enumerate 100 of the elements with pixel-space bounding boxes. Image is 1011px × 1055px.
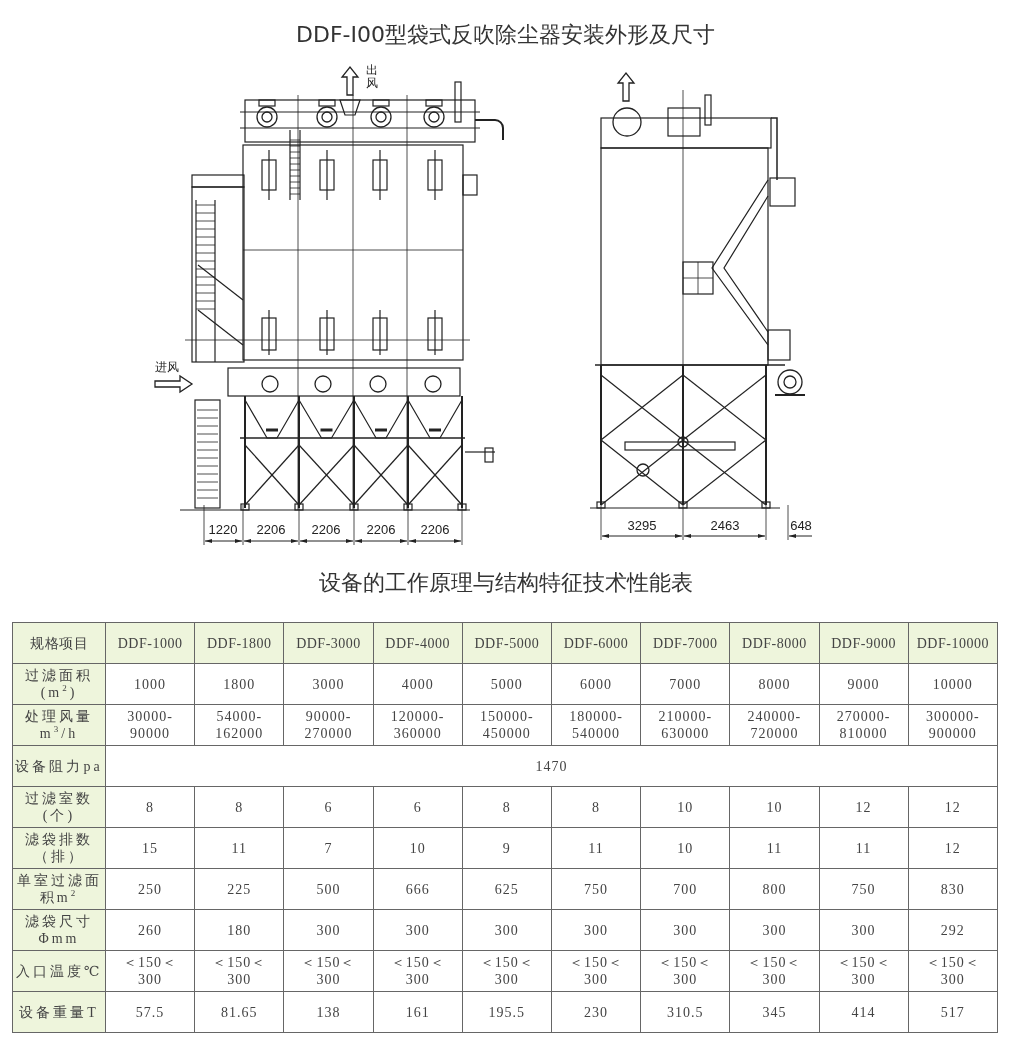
table-cell: 300 <box>283 909 374 951</box>
table-cell: 81.65 <box>194 991 284 1033</box>
table-cell: ＜150＜ 300 <box>729 950 819 992</box>
column-header: DDF-9000 <box>819 622 909 664</box>
table-cell: 12 <box>908 827 998 869</box>
table-cell: 7 <box>283 827 374 869</box>
row-header: 过滤面积(m$^{2}$) <box>12 663 106 705</box>
dimension-label: 2206 <box>366 522 396 537</box>
column-header: DDF-3000 <box>283 622 374 664</box>
table-cell: 625 <box>462 868 552 910</box>
column-header: DDF-10000 <box>908 622 998 664</box>
table-cell: ＜150＜ 300 <box>462 950 552 992</box>
row-header: 处理风量m$^{3}$/h <box>12 704 106 746</box>
table-cell: 750 <box>551 868 641 910</box>
dimension-label: 648 <box>790 518 812 533</box>
table-cell: 300 <box>551 909 641 951</box>
table-cell: 195.5 <box>462 991 552 1033</box>
table-cell: 57.5 <box>105 991 195 1033</box>
table-cell: 6 <box>283 786 374 828</box>
table-cell: 270000- 810000 <box>819 704 909 746</box>
table-cell: 180000- 540000 <box>551 704 641 746</box>
table-title: 设备的工作原理与结构特征技术性能表 <box>317 569 694 597</box>
table-cell: 12 <box>819 786 909 828</box>
table-cell: 11 <box>551 827 641 869</box>
table-cell: 300000- 900000 <box>908 704 998 746</box>
table-cell: ＜150＜ 300 <box>551 950 641 992</box>
table-cell: 11 <box>819 827 909 869</box>
table-cell: 260 <box>105 909 195 951</box>
table-cell: 5000 <box>462 663 552 705</box>
table-cell: 9 <box>462 827 552 869</box>
table-cell: 830 <box>908 868 998 910</box>
table-cell: 3000 <box>283 663 374 705</box>
row-header: 设备重量T <box>12 991 106 1033</box>
table-cell: 300 <box>819 909 909 951</box>
table-cell: 8 <box>105 786 195 828</box>
row-header: 单室过滤面积m$^{2}$ <box>12 868 106 910</box>
dimension-label: 2463 <box>710 518 740 533</box>
table-cell: ＜150＜ 300 <box>373 950 463 992</box>
flow-label: 进风 <box>155 361 179 374</box>
table-cell: 8 <box>462 786 552 828</box>
table-cell: 1470 <box>105 745 998 787</box>
table-cell: 8000 <box>729 663 819 705</box>
dimension-label: 2206 <box>256 522 286 537</box>
column-header: 规格项目 <box>12 622 106 664</box>
table-cell: 500 <box>283 868 374 910</box>
table-cell: 310.5 <box>640 991 730 1033</box>
diagram-title: DDF-I00型袋式反吹除尘器安装外形及尺寸 <box>295 21 716 49</box>
table-cell: 120000- 360000 <box>373 704 463 746</box>
table-cell: 54000- 162000 <box>194 704 284 746</box>
dimension-label: 1220 <box>208 522 238 537</box>
table-cell: 250 <box>105 868 195 910</box>
column-header: DDF-7000 <box>640 622 730 664</box>
table-cell: ＜150＜ 300 <box>819 950 909 992</box>
table-cell: ＜150＜ 300 <box>194 950 284 992</box>
table-cell: 10000 <box>908 663 998 705</box>
row-header: 滤袋排数（排） <box>12 827 106 869</box>
table-cell: 11 <box>729 827 819 869</box>
table-cell: ＜150＜ 300 <box>640 950 730 992</box>
table-cell: 210000- 630000 <box>640 704 730 746</box>
table-cell: 10 <box>729 786 819 828</box>
table-cell: 750 <box>819 868 909 910</box>
row-header: 滤袋尺寸Φmm <box>12 909 106 951</box>
table-cell: 12 <box>908 786 998 828</box>
table-cell: 300 <box>373 909 463 951</box>
table-cell: 10 <box>373 827 463 869</box>
table-cell: 9000 <box>819 663 909 705</box>
table-cell: 292 <box>908 909 998 951</box>
column-header: DDF-8000 <box>729 622 819 664</box>
table-cell: 10 <box>640 786 730 828</box>
row-header: 过滤室数(个) <box>12 786 106 828</box>
table-cell: 8 <box>194 786 284 828</box>
table-cell: 666 <box>373 868 463 910</box>
table-cell: 30000- 90000 <box>105 704 195 746</box>
column-header: DDF-6000 <box>551 622 641 664</box>
table-cell: 345 <box>729 991 819 1033</box>
column-header: DDF-5000 <box>462 622 552 664</box>
table-cell: 4000 <box>373 663 463 705</box>
flow-label: 出风 <box>366 64 379 90</box>
table-cell: 6 <box>373 786 463 828</box>
table-cell: 180 <box>194 909 284 951</box>
table-cell: 1000 <box>105 663 195 705</box>
table-cell: 7000 <box>640 663 730 705</box>
table-cell: 230 <box>551 991 641 1033</box>
table-cell: 15 <box>105 827 195 869</box>
table-cell: 6000 <box>551 663 641 705</box>
dimension-label: 3295 <box>627 518 657 533</box>
table-cell: 700 <box>640 868 730 910</box>
table-cell: 8 <box>551 786 641 828</box>
table-cell: ＜150＜ 300 <box>908 950 998 992</box>
table-cell: 161 <box>373 991 463 1033</box>
table-cell: 138 <box>283 991 374 1033</box>
table-cell: 10 <box>640 827 730 869</box>
table-cell: 414 <box>819 991 909 1033</box>
column-header: DDF-1800 <box>194 622 284 664</box>
column-header: DDF-4000 <box>373 622 463 664</box>
dimension-label: 2206 <box>420 522 450 537</box>
table-cell: ＜150＜ 300 <box>105 950 195 992</box>
table-cell: 225 <box>194 868 284 910</box>
row-header: 入口温度℃ <box>12 950 106 992</box>
table-cell: 517 <box>908 991 998 1033</box>
